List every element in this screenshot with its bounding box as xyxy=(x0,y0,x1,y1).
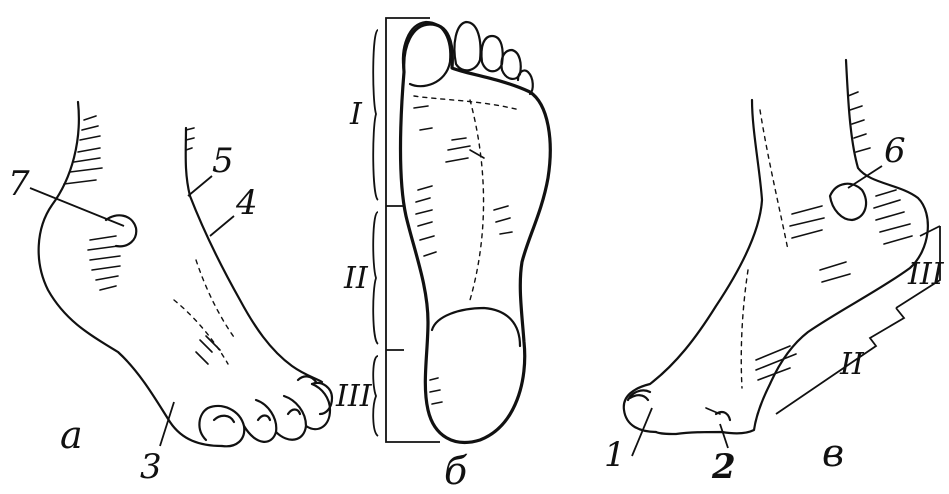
panel-b-arch-line xyxy=(470,100,484,300)
panel-b-heel-pad xyxy=(432,308,520,346)
panel-c-tendon-line xyxy=(760,110,788,250)
panel-a-label-7: 7 xyxy=(8,164,30,204)
panel-b-section-3: III xyxy=(335,379,373,414)
panel-a-toe-5 xyxy=(312,383,332,414)
panel-a-foot-side-view: 7 5 4 3 a xyxy=(8,102,332,487)
panel-a-shading xyxy=(64,116,220,364)
panel-b-section-1: I xyxy=(349,97,363,132)
panel-b-brace-3 xyxy=(373,356,378,436)
panel-c-label-2: 2 xyxy=(711,447,736,487)
panel-b-shading xyxy=(414,106,512,404)
panel-b-section-frame xyxy=(386,18,440,442)
panel-b-crease-line xyxy=(414,96,520,110)
panel-a-toe-3 xyxy=(276,396,306,440)
panel-c-leader-2 xyxy=(720,424,728,448)
panel-c-outline-back xyxy=(656,60,928,434)
panel-b-toe-big xyxy=(403,22,450,86)
panel-c-leader-6 xyxy=(848,166,882,188)
panel-a-label-3: 3 xyxy=(140,447,162,487)
panel-b-section-2: II xyxy=(343,261,369,296)
panel-c-label-1: 1 xyxy=(604,435,626,475)
panel-a-nail-1 xyxy=(214,416,234,422)
panel-c-ankle-bone xyxy=(830,184,866,220)
panel-b-toe-3 xyxy=(481,36,502,71)
panel-c-section-2: II xyxy=(839,347,865,382)
panel-a-toe-2 xyxy=(244,400,276,442)
panel-a-vein-line xyxy=(174,300,228,364)
panel-a-toe-big xyxy=(199,406,244,446)
panel-a-label-5: 5 xyxy=(212,141,234,181)
panel-a-leader-5 xyxy=(188,176,212,196)
panel-a-label-4: 4 xyxy=(235,183,258,223)
panel-a-outline-heel xyxy=(39,102,222,446)
panel-b-foot-sole-view: I II III б xyxy=(335,18,550,493)
panel-a-leader-4 xyxy=(210,216,234,236)
panel-a-nail-2 xyxy=(258,416,270,421)
panel-b-toe-2 xyxy=(454,22,480,70)
panel-c-toe-nail xyxy=(630,395,648,400)
panel-a-outline-instep xyxy=(186,128,322,382)
panel-b-brace-2 xyxy=(373,212,378,344)
panel-a-toe-4 xyxy=(306,384,330,429)
panel-c-letter: в xyxy=(822,431,844,475)
panel-c-shading xyxy=(706,92,912,414)
panel-a-nail-3 xyxy=(288,410,300,415)
panel-a-letter: a xyxy=(60,413,83,457)
panel-b-letter: б xyxy=(444,449,468,493)
panel-c-arch-line xyxy=(741,270,748,388)
panel-b-brace-1 xyxy=(373,30,378,200)
panel-c-label-6: 6 xyxy=(884,131,906,171)
panel-c-foot-tiptoe-view: 6 1 2 II III в xyxy=(604,60,945,487)
panel-c-section-frame xyxy=(776,226,940,414)
panel-c-section-3: III xyxy=(907,257,945,292)
